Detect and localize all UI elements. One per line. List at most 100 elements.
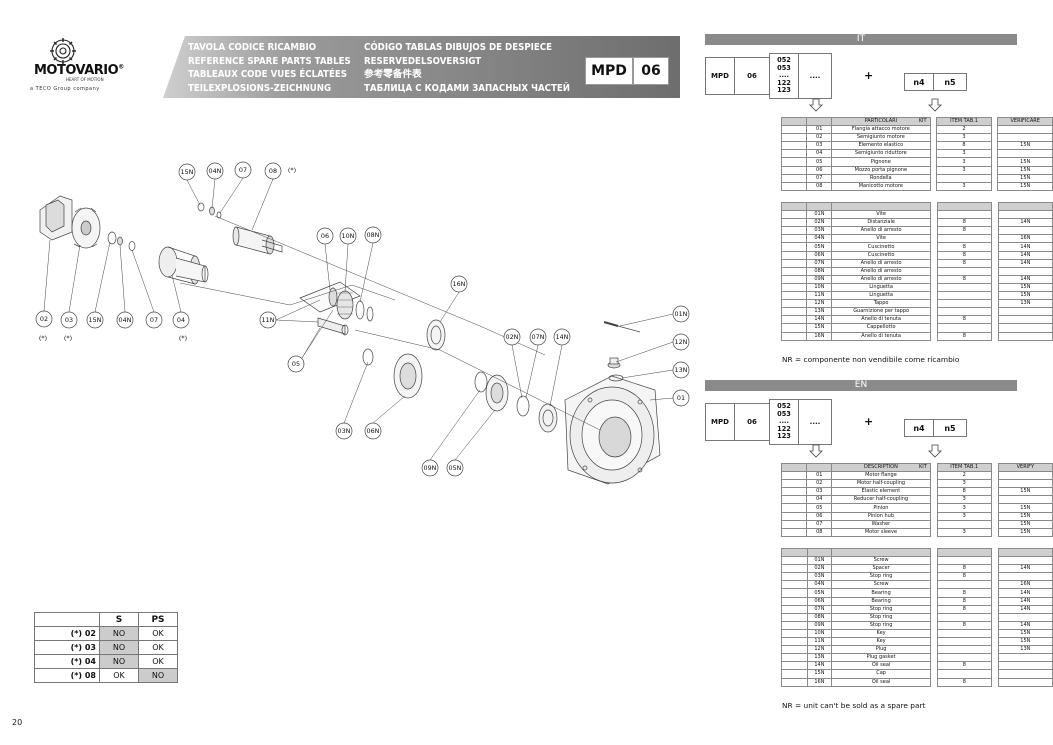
row-verify: 15N [997, 503, 1053, 513]
code-cell-06: 06 [734, 403, 770, 441]
row-verify [997, 677, 1053, 687]
callout-circle [553, 328, 571, 346]
callout-circle [116, 311, 134, 329]
row-code: 01 [806, 471, 833, 481]
row-item: 8 [936, 218, 992, 228]
legend-cell-s: OK [99, 668, 139, 683]
row-code: 02 [806, 133, 833, 143]
legend-cell-ps: OK [138, 626, 178, 641]
legend-row-label: (*) 04 [34, 654, 100, 669]
row-item [936, 173, 992, 183]
callout-circle [264, 162, 282, 180]
row-verify: 15N [997, 511, 1053, 521]
row-description: Linguetta [831, 282, 931, 293]
row-code: 16N [806, 677, 833, 687]
row-description: Bearing [831, 588, 931, 598]
row-item: 3 [936, 479, 992, 489]
row-item: 8 [936, 315, 992, 325]
row-verify: 15N [997, 628, 1053, 639]
brand-group: a TECO Group company [30, 86, 100, 92]
row-code: 07 [806, 519, 833, 529]
code-cell-n4: n4 [904, 419, 934, 437]
row-verify: 14N [997, 242, 1053, 252]
row-item [936, 234, 992, 244]
row-item: 8 [936, 226, 992, 236]
row-blank [780, 266, 808, 276]
row-verify [997, 125, 1053, 135]
code-cell-dots: .... [798, 53, 832, 99]
row-code: 09N [806, 274, 833, 284]
row-verify: 15N [997, 181, 1053, 191]
row-verify: 15N [997, 519, 1053, 529]
header-pos [806, 547, 833, 558]
row-code: 08N [806, 612, 833, 622]
row-item [936, 628, 992, 639]
row-item: 8 [936, 596, 992, 606]
row-item [936, 519, 992, 529]
row-blank [780, 299, 808, 309]
row-item [936, 210, 992, 220]
callout-circle [672, 333, 690, 351]
header-blank [780, 116, 808, 127]
row-code: 01 [806, 125, 833, 135]
callout-circle [503, 328, 521, 346]
row-verify [997, 495, 1053, 505]
row-code: 07N [806, 258, 833, 268]
row-description: Cuscinetto [831, 250, 931, 260]
row-blank [781, 628, 808, 639]
callout-label: 03N [338, 427, 351, 435]
row-description: Screw [831, 556, 931, 566]
row-description: Screw [831, 580, 931, 590]
row-blank [780, 173, 808, 183]
row-description: Oil seal [831, 677, 931, 687]
row-item: 8 [936, 250, 992, 260]
legend-row-label: (*) 08 [34, 668, 100, 683]
row-code: 06 [806, 511, 833, 521]
row-blank [780, 181, 808, 191]
row-code: 12N [806, 645, 833, 655]
row-verify [997, 307, 1053, 317]
row-item [936, 645, 992, 655]
row-item [936, 323, 992, 333]
row-description: Motor sleeve [831, 527, 931, 537]
row-description: Bearing [831, 596, 931, 606]
callout-circle [316, 227, 334, 245]
row-code: 03 [806, 487, 833, 497]
row-description: Elemento elastico [831, 141, 931, 151]
callout-circle [339, 227, 357, 245]
down-arrow-icon [928, 98, 942, 112]
header-item [936, 547, 992, 558]
callout-label: 02N [506, 333, 519, 341]
callout-label: 04 [177, 316, 185, 324]
row-description: Semigiunto riduttore [831, 149, 931, 159]
row-item: 3 [936, 181, 992, 191]
row-code: 07N [806, 604, 833, 614]
row-code: 15N [806, 669, 833, 679]
row-verify [997, 669, 1053, 679]
plus-sign: + [864, 69, 874, 82]
row-code: 05N [806, 242, 833, 252]
row-verify: 15N [997, 141, 1053, 151]
row-verify: 15N [997, 282, 1053, 293]
row-verify [997, 331, 1053, 341]
header-verify: VERIFICARE [997, 116, 1053, 127]
header-pos [806, 462, 833, 473]
header-kit-label: KIT [918, 118, 927, 125]
row-verify [997, 471, 1053, 481]
row-code: 06N [806, 250, 833, 260]
row-description: Cuscinetto [831, 242, 931, 252]
row-verify: 15N [997, 527, 1053, 537]
